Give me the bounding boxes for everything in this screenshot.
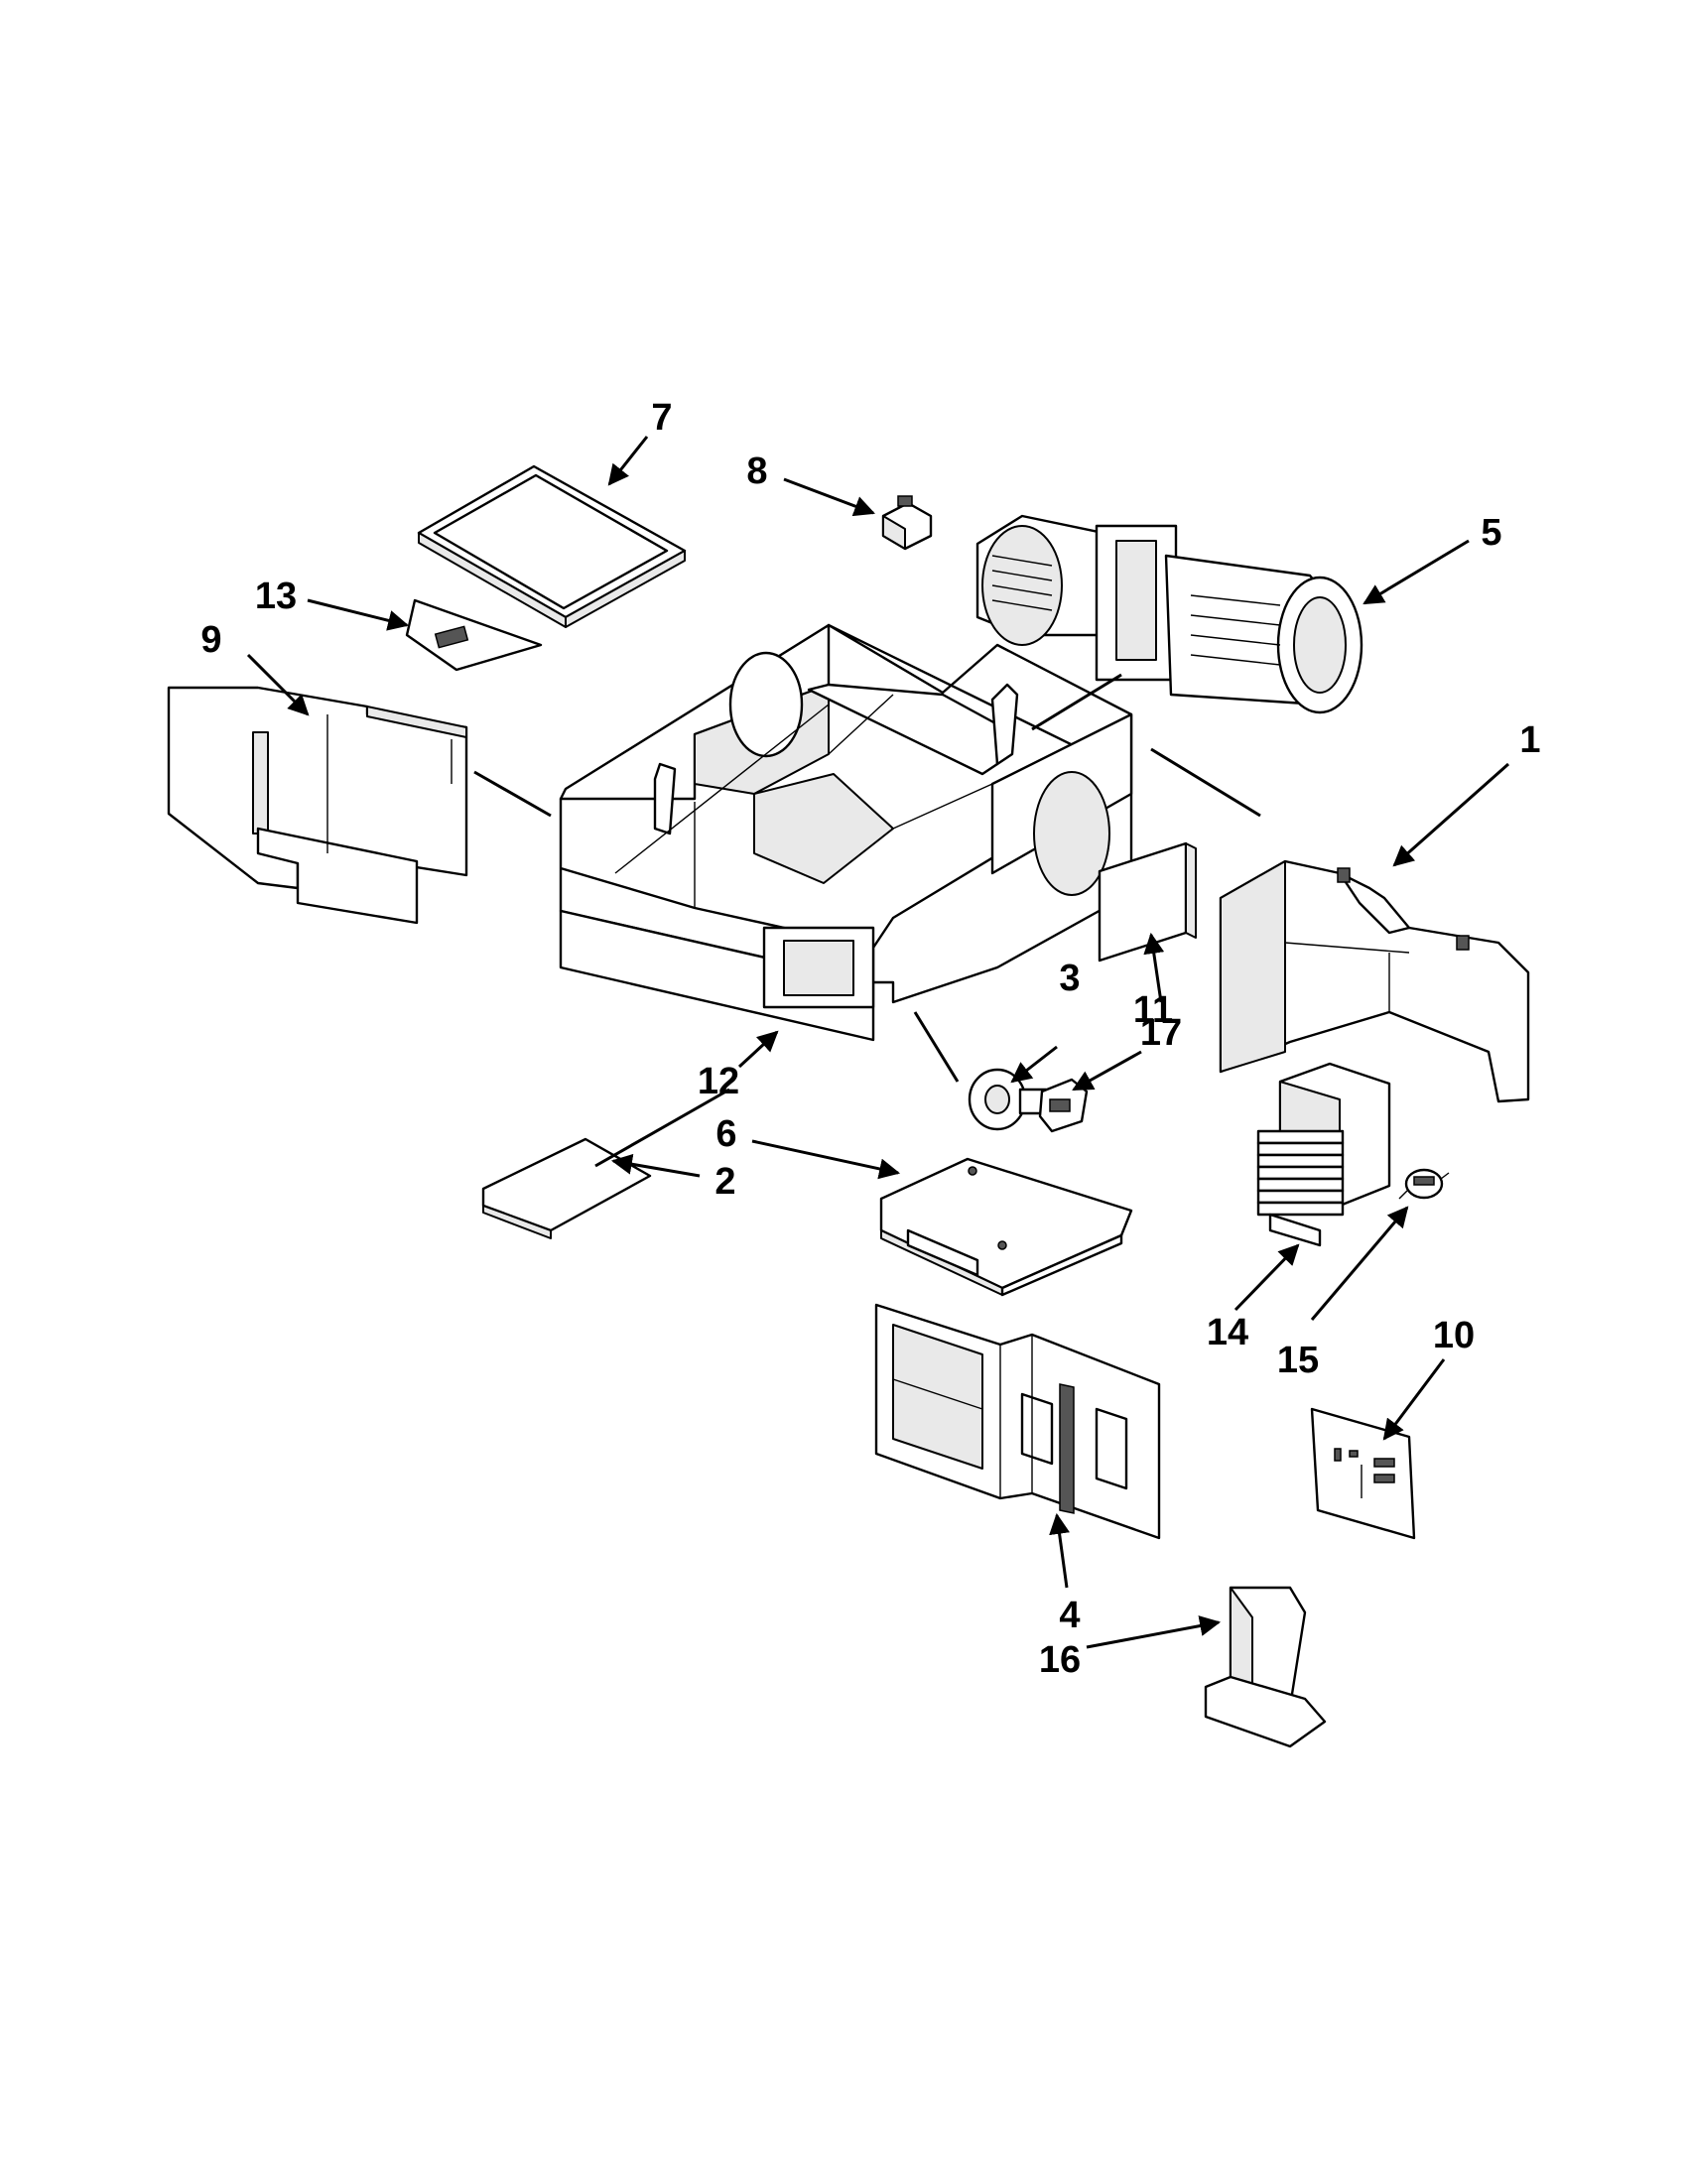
leader-6 <box>751 1139 901 1180</box>
part-15-thermostat <box>1398 1168 1450 1200</box>
callout-14: 14 <box>1207 1312 1248 1353</box>
part-5-blower-assembly <box>975 514 1363 714</box>
callout-13: 13 <box>255 576 297 617</box>
part-12-cavity-base <box>559 623 1133 1042</box>
explode-line-1 <box>1150 747 1261 818</box>
callout-1: 1 <box>1519 719 1540 761</box>
part-14-transformer <box>1256 1062 1391 1247</box>
part-16-duct-connector <box>1204 1586 1327 1748</box>
callout-10: 10 <box>1433 1315 1475 1356</box>
callout-labels: 7 8 5 13 9 1 3 11 17 12 6 2 10 14 15 4 1… <box>200 397 1540 1681</box>
leader-12 <box>737 1030 779 1069</box>
leader-5 <box>1363 539 1470 605</box>
part-8-switch <box>881 495 933 551</box>
leader-10 <box>1382 1358 1446 1441</box>
callout-17: 17 <box>1140 1012 1182 1054</box>
leader-4 <box>1049 1512 1070 1589</box>
leader-11 <box>1072 1050 1142 1092</box>
explode-line-5 <box>1031 673 1122 731</box>
leader-15 <box>1310 1206 1409 1321</box>
leader-13 <box>307 598 410 631</box>
leader-9 <box>246 653 310 716</box>
callout-6: 6 <box>715 1113 736 1155</box>
leader-1 <box>1392 762 1509 867</box>
leader-7 <box>607 436 649 486</box>
part-1-air-guide <box>1219 859 1530 1103</box>
part-6-base-plate <box>879 1157 1133 1297</box>
callout-3: 3 <box>1059 958 1080 999</box>
leader-lines <box>246 436 1509 1649</box>
callout-2: 2 <box>714 1161 735 1203</box>
callout-15: 15 <box>1277 1340 1319 1381</box>
leader-16 <box>1086 1615 1222 1649</box>
leader-14 <box>1233 1243 1300 1312</box>
explode-line-2 <box>594 1088 730 1168</box>
callout-16: 16 <box>1039 1639 1081 1681</box>
callout-9: 9 <box>200 619 221 661</box>
callout-5: 5 <box>1481 512 1501 554</box>
part-11-socket <box>1038 1078 1089 1133</box>
part-13-plate <box>405 598 543 672</box>
leader-2 <box>610 1153 701 1178</box>
callout-12: 12 <box>698 1061 739 1102</box>
callout-8: 8 <box>746 450 767 492</box>
leader-3 <box>1010 1045 1058 1084</box>
explode-line-3 <box>913 1011 960 1083</box>
part-2-cover-plate <box>481 1137 652 1239</box>
part-4-vent-grille <box>874 1303 1161 1540</box>
callout-7: 7 <box>651 397 672 439</box>
explode-line-9 <box>473 770 552 818</box>
leader-17 <box>1143 932 1165 1003</box>
leader-8 <box>783 477 875 517</box>
callout-4: 4 <box>1059 1595 1080 1636</box>
callout-11: 11 <box>1133 989 1173 1031</box>
part-3-bulb <box>968 1068 1048 1131</box>
part-7-filter-frame <box>417 464 687 628</box>
part-10-control-panel <box>1310 1407 1416 1540</box>
part-9-left-duct <box>167 686 468 925</box>
part-17-insulator <box>1098 841 1197 963</box>
